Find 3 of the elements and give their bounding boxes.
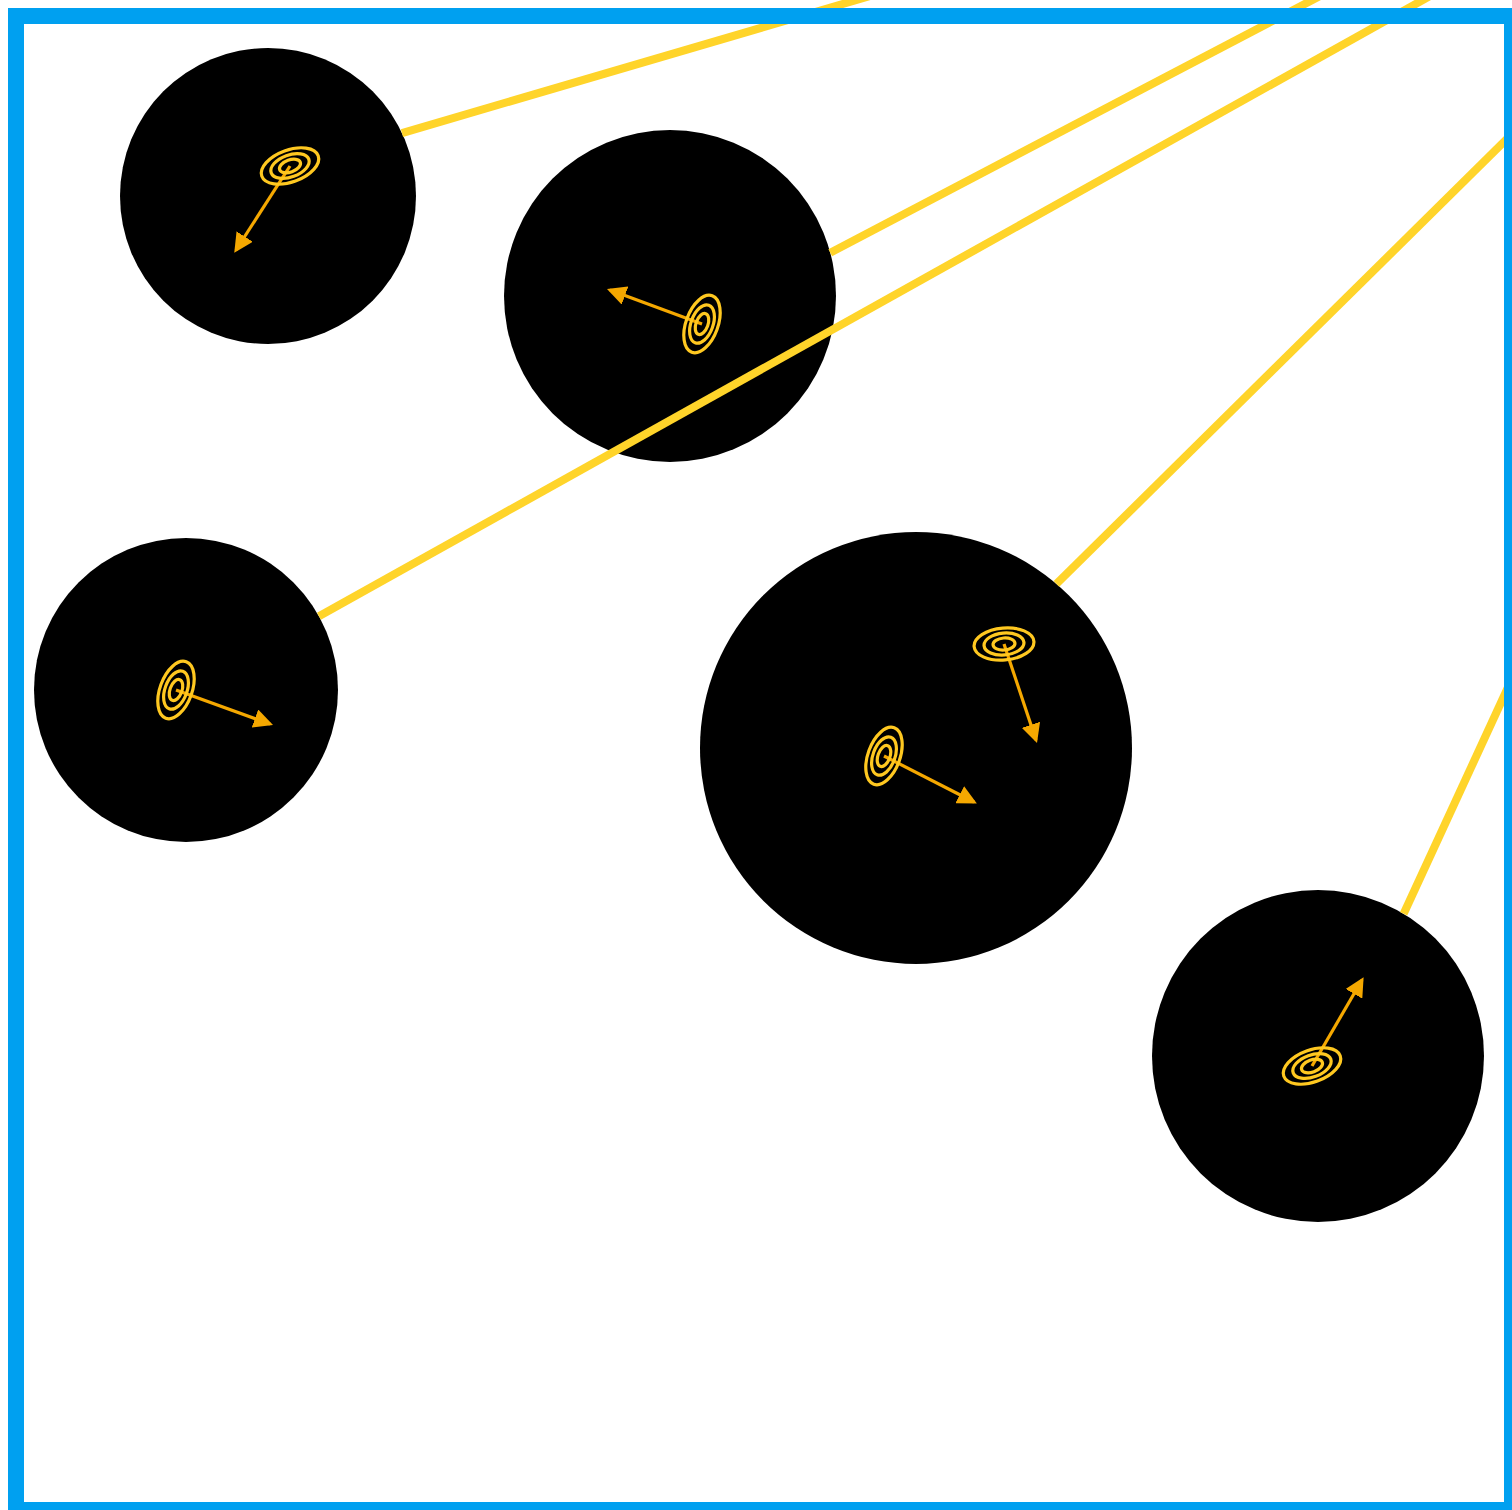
connector-line [400, 0, 872, 137]
connector-line [317, 0, 1432, 620]
connector-line [828, 0, 1322, 257]
